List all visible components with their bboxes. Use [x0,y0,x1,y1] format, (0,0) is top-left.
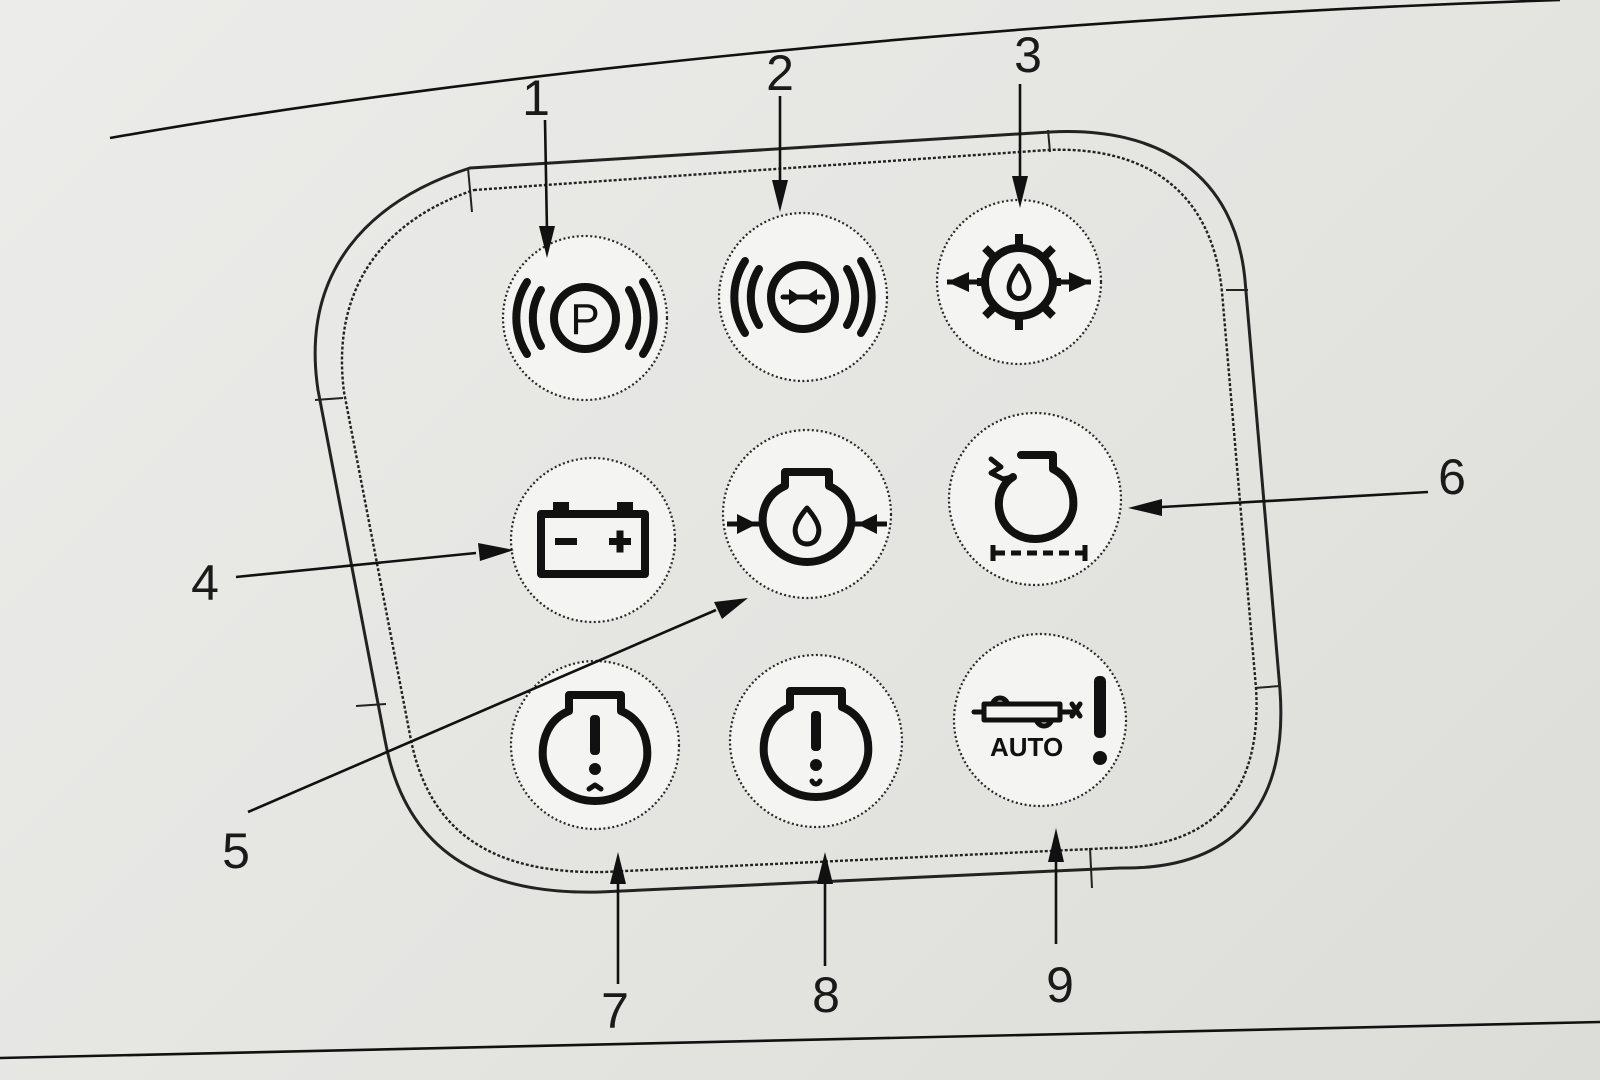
panel-bezel [313,129,1283,894]
lamp-5 [721,428,893,600]
callout-6: 6 [1438,449,1466,505]
page-edge-line [109,0,1561,140]
lamp-4 [509,456,677,624]
lamp-2 [717,211,889,383]
brake-system-icon [730,257,876,337]
engine-intake-air-icon [988,451,1088,561]
lamp-1: P [501,234,669,402]
callout-3: 3 [1014,27,1042,83]
page-bottom-rule [0,1020,1600,1060]
callout-9: 9 [1046,957,1074,1013]
auto-label: AUTO [990,732,1063,762]
lamp-8 [728,653,904,829]
engine-oil-pressure-icon [727,468,887,566]
battery-charge-icon [537,502,649,578]
callout-4: 4 [191,555,219,611]
callout-1: 1 [522,70,550,126]
parking-brake-icon: P [512,278,658,358]
callout-2: 2 [766,45,794,101]
leader-lines [235,84,1429,984]
callout-8: 8 [812,967,840,1023]
lamp-9: AUTO [952,632,1128,808]
transmission-oil-temperature-icon [947,234,1091,330]
engine-warning-icon [759,687,873,801]
lamp-6 [947,411,1123,587]
callout-7: 7 [601,983,629,1039]
callout-5: 5 [222,823,250,879]
lamp-3 [935,198,1103,366]
svg-text:P: P [570,295,599,344]
auto-regeneration-warning-icon: AUTO [971,676,1107,765]
callout-numbers: 1 2 3 4 5 6 7 8 9 [191,27,1466,1039]
engine-warning-icon [538,691,652,805]
lamp-7 [509,659,681,831]
